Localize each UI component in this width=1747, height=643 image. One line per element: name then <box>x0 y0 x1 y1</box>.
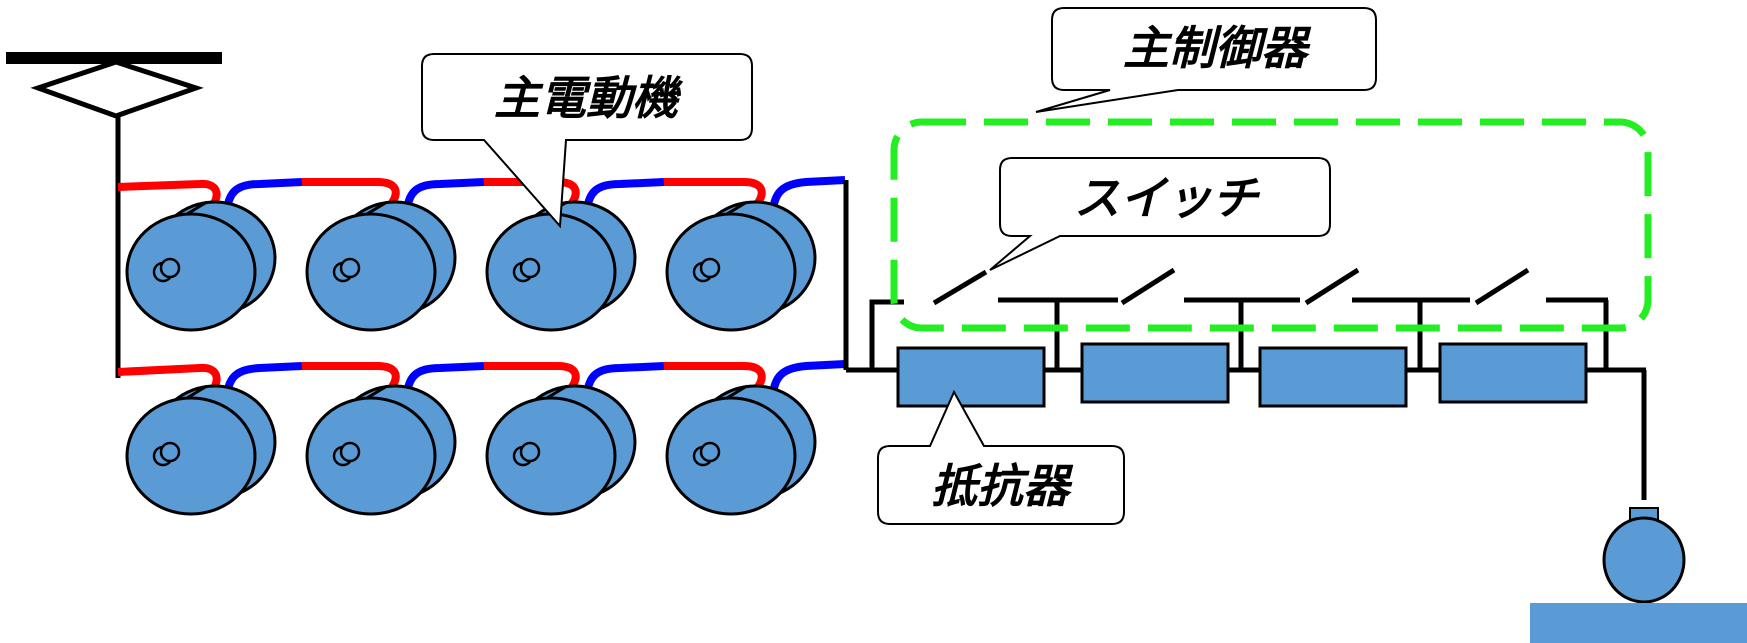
wheel <box>1602 516 1686 604</box>
motor-front-face <box>485 212 617 332</box>
callout-switch: スイッチ <box>989 157 1331 271</box>
main-motor <box>665 200 817 332</box>
main-motor <box>305 200 457 332</box>
resistor <box>896 346 1046 408</box>
main-motors <box>125 200 817 516</box>
main-motor <box>305 384 457 516</box>
motor-front-face <box>305 396 437 516</box>
switch <box>1474 267 1530 306</box>
motor-front-face <box>125 212 257 332</box>
pantograph <box>6 52 222 378</box>
main-motor <box>665 384 817 516</box>
main-motor-label: 主電動機 <box>494 71 684 125</box>
lead-blue <box>769 360 846 395</box>
callout-resistor: 抵抗器 <box>877 389 1125 525</box>
resistor <box>1258 346 1408 408</box>
motor-front-face <box>305 212 437 332</box>
switch-taps <box>998 297 1609 370</box>
main-controller-boundary <box>890 118 1652 332</box>
main-controller-label: 主制御器 <box>1123 21 1312 75</box>
main-motor <box>125 200 277 332</box>
lead-blue <box>769 176 846 211</box>
main-motor <box>485 384 637 516</box>
resistor <box>1438 342 1588 404</box>
switch <box>1120 267 1176 306</box>
main-motor <box>125 384 277 516</box>
wheel-on-rail <box>1530 507 1747 643</box>
switch <box>1304 267 1360 306</box>
resistors <box>896 342 1588 408</box>
switch-label: スイッチ <box>1074 171 1261 225</box>
switch <box>932 269 988 306</box>
motor-front-face <box>665 212 797 332</box>
rail <box>1530 603 1747 643</box>
resistor-label: 抵抗器 <box>931 459 1074 513</box>
switches <box>932 267 1530 306</box>
motor-front-face <box>125 396 257 516</box>
resistor <box>1080 342 1230 404</box>
callout-main-controller: 主制御器 <box>1035 7 1377 113</box>
pantograph-frame <box>30 59 204 119</box>
motor-front-face <box>485 396 617 516</box>
callout-main-motor: 主電動機 <box>421 53 753 229</box>
motor-front-face <box>665 396 797 516</box>
